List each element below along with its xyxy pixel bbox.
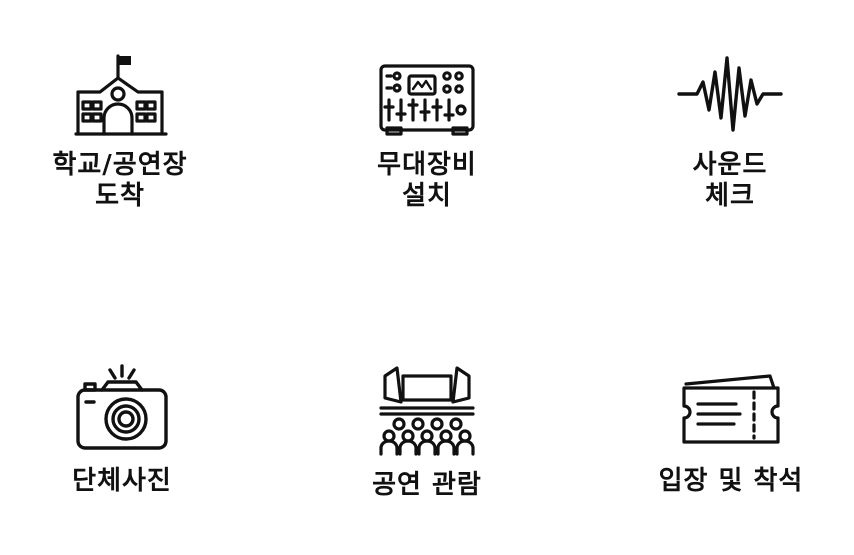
step-label: 단체사진 bbox=[0, 466, 252, 497]
step-label-line: 공연 관람 bbox=[372, 470, 482, 500]
step-label: 공연 관람 bbox=[297, 470, 557, 501]
step-label-line: 무대장비 bbox=[377, 150, 477, 180]
step-label-line: 단체사진 bbox=[72, 466, 172, 496]
step-watch-performance: 공연 관람 bbox=[297, 362, 557, 501]
step-group-photo: 단체사진 bbox=[0, 362, 252, 497]
step-equipment-setup: 무대장비 설치 bbox=[297, 52, 557, 212]
step-sound-check: 사운드 체크 bbox=[600, 52, 854, 212]
step-label-line: 입장 및 착석 bbox=[658, 466, 804, 496]
audience-stage-icon bbox=[379, 366, 475, 456]
step-label-line: 체크 bbox=[705, 181, 755, 211]
mixer-console-icon bbox=[379, 64, 475, 136]
step-label-line: 학교/공연장 bbox=[52, 150, 188, 180]
step-label: 입장 및 착석 bbox=[601, 466, 854, 497]
step-label-line: 사운드 bbox=[692, 150, 768, 180]
step-school-arrival: 학교/공연장 도착 bbox=[0, 52, 250, 212]
step-label-line: 도착 bbox=[95, 181, 145, 211]
camera-icon bbox=[76, 364, 168, 450]
sound-wave-icon bbox=[677, 56, 783, 132]
ticket-icon bbox=[682, 374, 780, 444]
step-label-line: 설치 bbox=[402, 181, 452, 211]
step-label: 무대장비 설치 bbox=[297, 150, 557, 212]
school-icon bbox=[74, 54, 168, 136]
step-label: 학교/공연장 도착 bbox=[0, 150, 250, 212]
step-entry-seating: 입장 및 착석 bbox=[601, 362, 854, 497]
step-label: 사운드 체크 bbox=[600, 150, 854, 212]
